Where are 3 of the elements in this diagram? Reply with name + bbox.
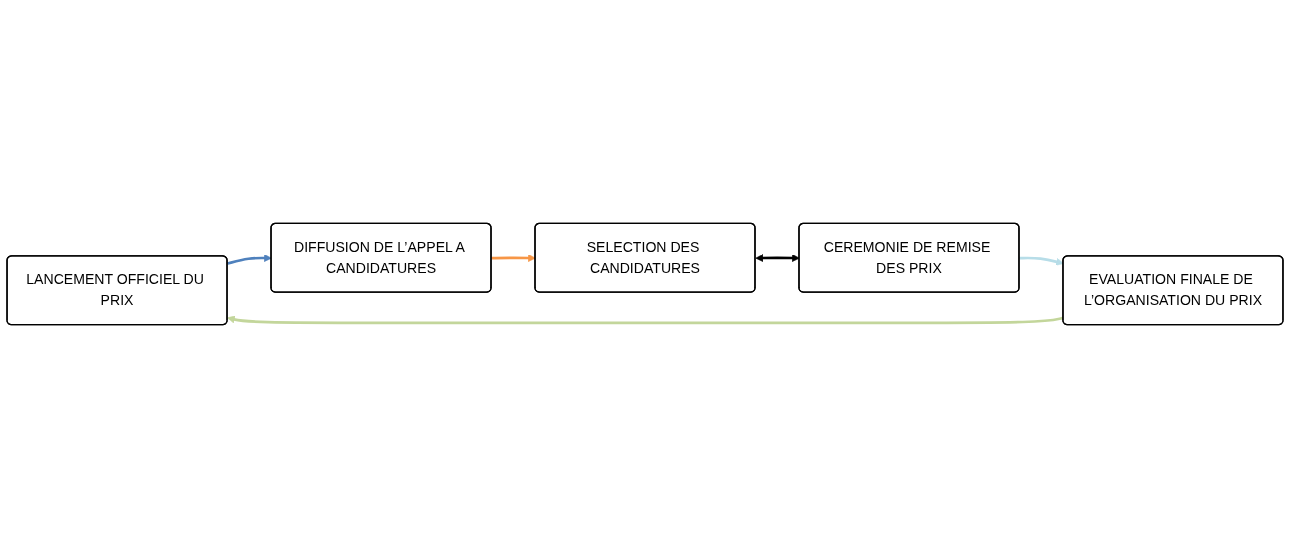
arrow [1019,256,1064,266]
arrow [227,254,272,265]
arrow [491,254,536,262]
